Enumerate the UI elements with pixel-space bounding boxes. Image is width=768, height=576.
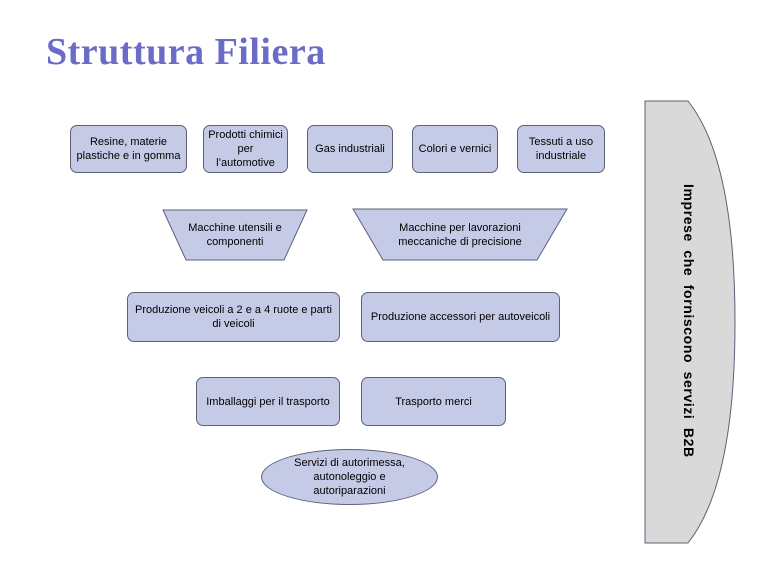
node-trasporto-merci: Trasporto merci	[361, 377, 506, 426]
side-shape-b2b	[644, 100, 736, 544]
node-shape-macchine-precisione	[352, 208, 568, 261]
node-label: Produzione accessori per autoveicoli	[370, 311, 551, 323]
node-label: Prodotti chimici per l’automotive	[208, 129, 283, 169]
node-label: Gas industriali	[315, 143, 385, 155]
node-label: Resine, materie plastiche e in gomma	[76, 136, 181, 162]
node-label: Servizi di autorimessa, autonoleggio e a…	[294, 457, 405, 497]
node-prodotti-chimici: Prodotti chimici per l’automotive	[203, 125, 288, 173]
node-label: Tessuti a uso industriale	[528, 136, 594, 162]
side-b2b: Imprese che forniscono servizi B2B	[644, 100, 734, 542]
node-macchine-utensili: Macchine utensili e componenti	[182, 209, 288, 261]
node-servizi-autorimessa: Servizi di autorimessa, autonoleggio e a…	[261, 449, 438, 505]
node-resine: Resine, materie plastiche e in gomma	[70, 125, 187, 173]
node-gas-industriali: Gas industriali	[307, 125, 393, 173]
node-tessuti: Tessuti a uso industriale	[517, 125, 605, 173]
node-label: Macchine per lavorazioni meccaniche di p…	[398, 221, 522, 248]
side-label-text: Imprese che forniscono servizi B2B	[681, 184, 697, 458]
node-imballaggi: Imballaggi per il trasporto	[196, 377, 340, 426]
node-label: Colori e vernici	[418, 143, 492, 155]
node-label: Produzione veicoli a 2 e a 4 ruote e par…	[135, 304, 332, 330]
node-produzione-veicoli: Produzione veicoli a 2 e a 4 ruote e par…	[127, 292, 340, 342]
node-macchine-precisione: Macchine per lavorazioni meccaniche di p…	[395, 208, 525, 261]
node-label: Trasporto merci	[395, 395, 472, 408]
node-produzione-accessori: Produzione accessori per autoveicoli	[361, 292, 560, 342]
page-title: Struttura Filiera	[46, 31, 326, 73]
node-shape-macchine-utensili	[162, 209, 308, 261]
node-label: Macchine utensili e componenti	[188, 222, 282, 248]
node-label: Imballaggi per il trasporto	[206, 395, 330, 408]
node-colori-vernici: Colori e vernici	[412, 125, 498, 173]
